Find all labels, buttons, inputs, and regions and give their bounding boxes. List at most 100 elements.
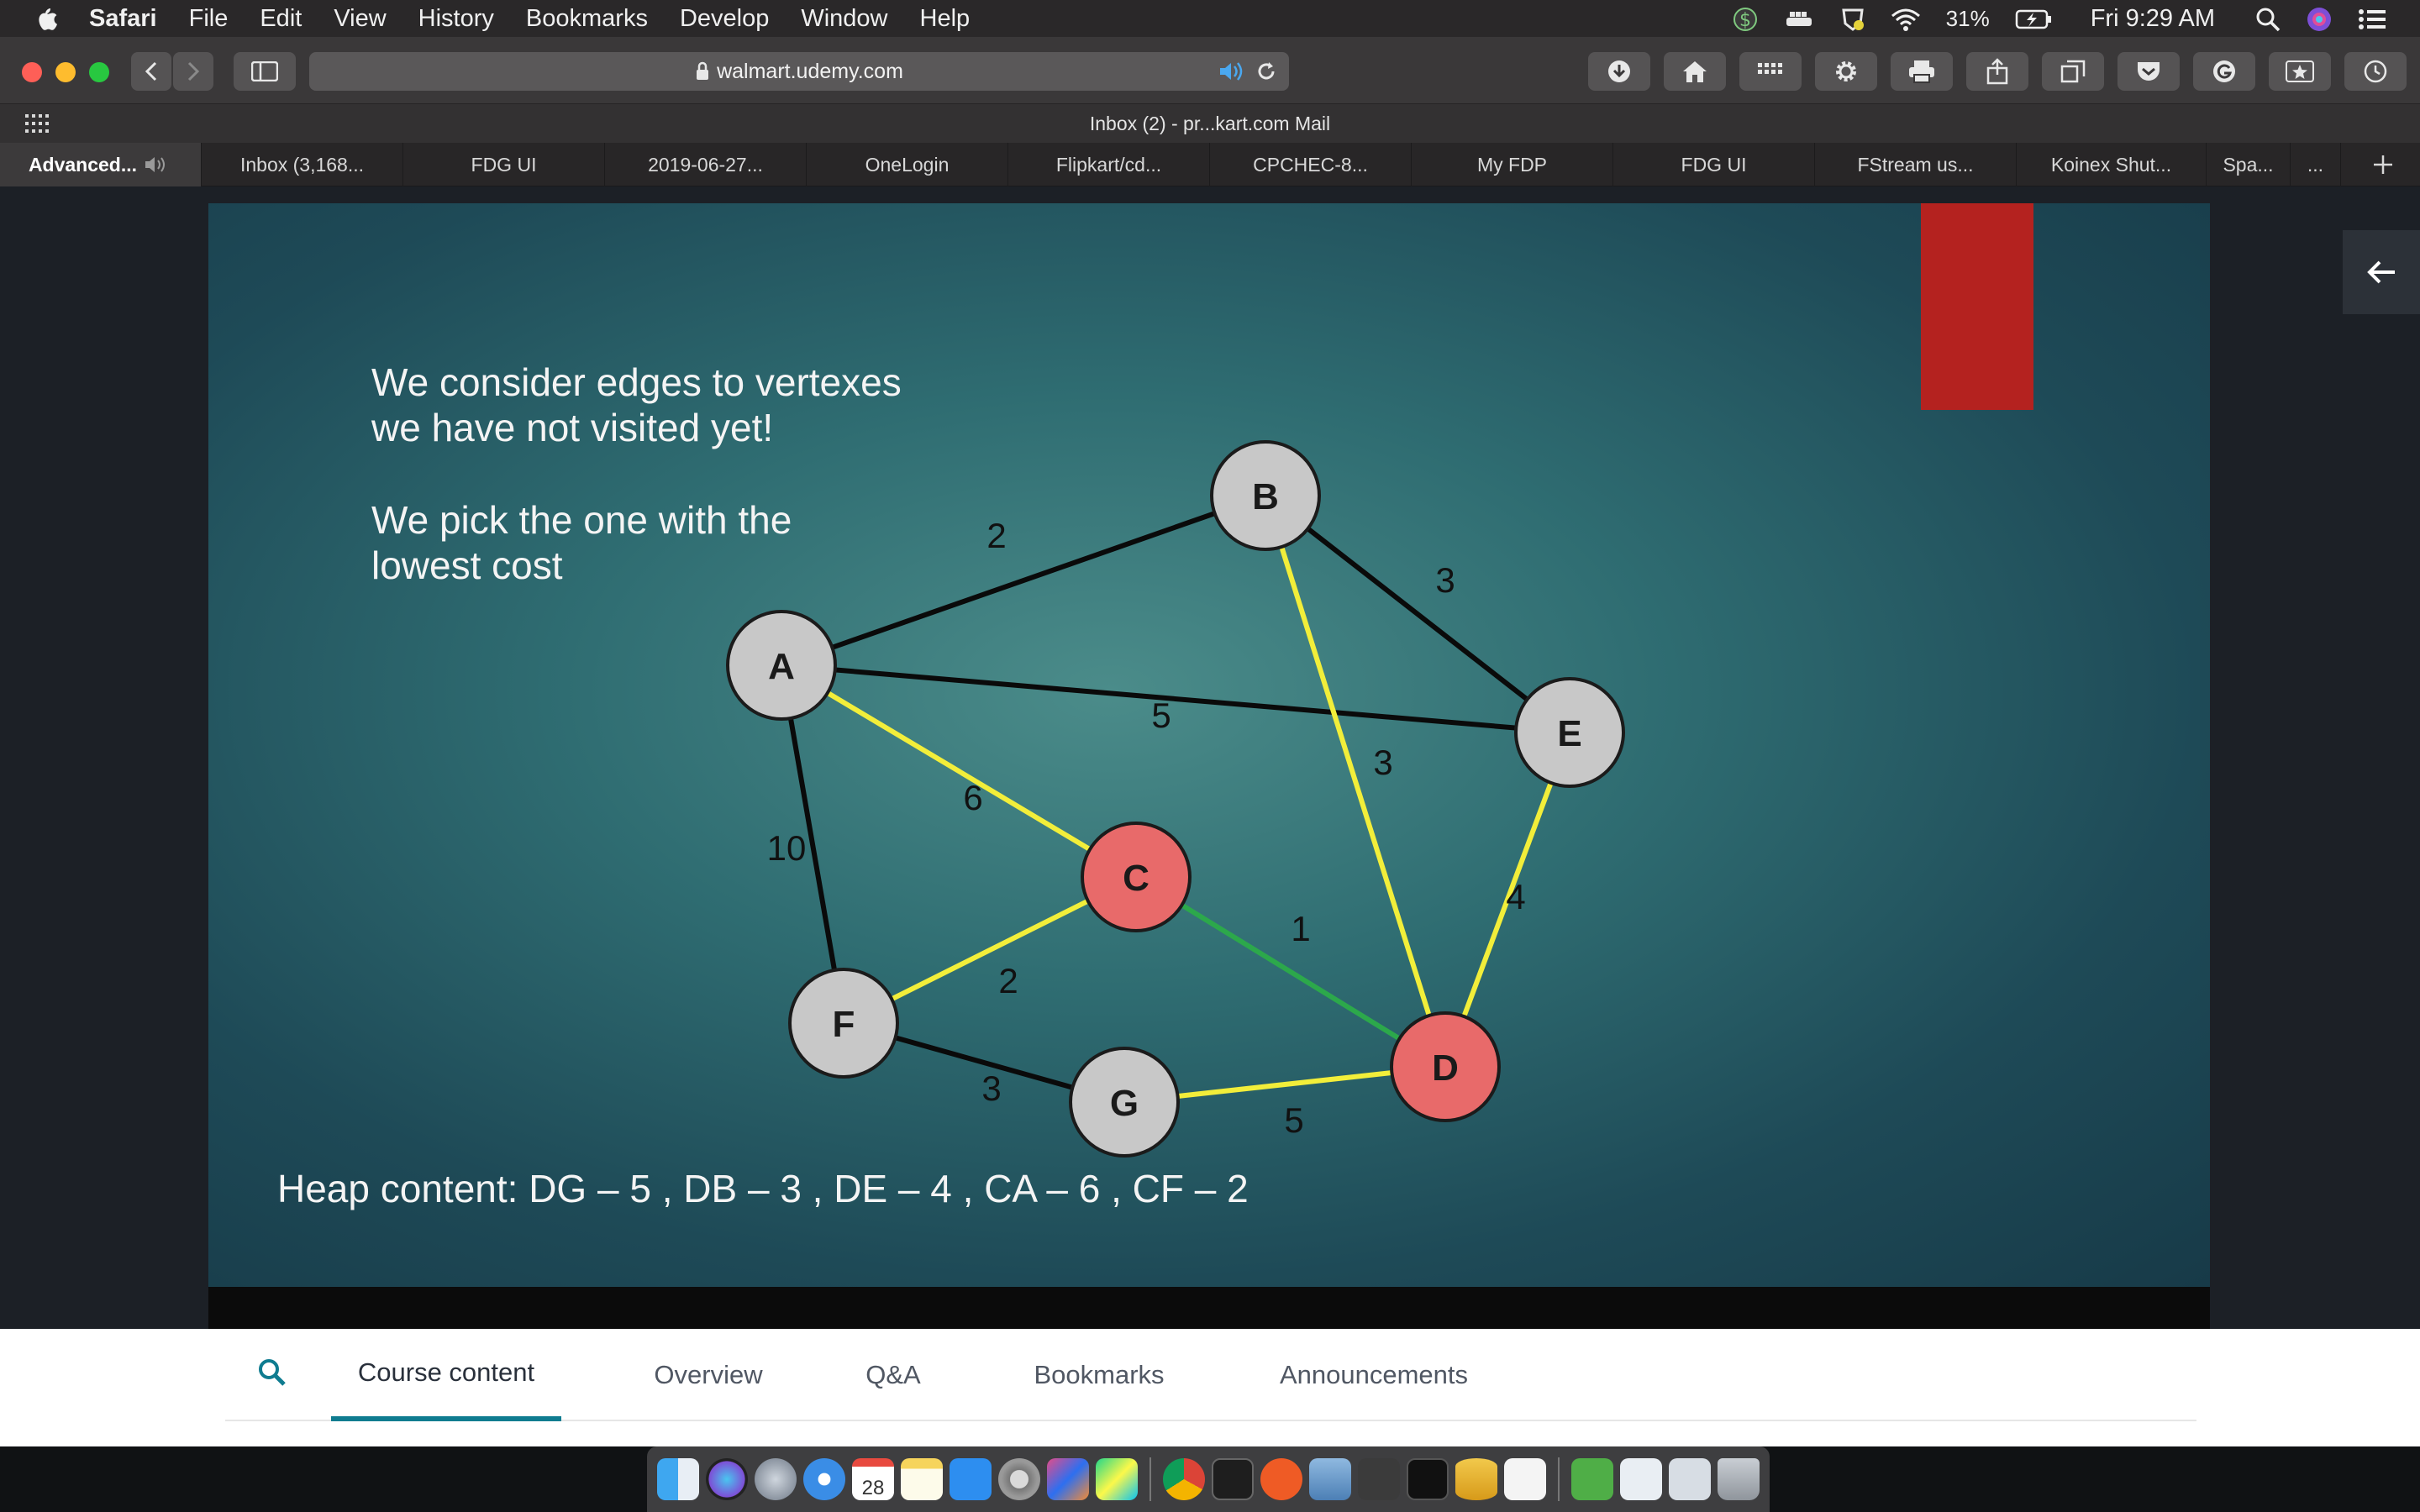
grammarly-button[interactable] — [2193, 52, 2255, 91]
browser-tab[interactable]: Koinex Shut... — [2017, 143, 2207, 186]
menu-app-name[interactable]: Safari — [89, 5, 157, 32]
menu-help[interactable]: Help — [919, 5, 971, 32]
course-tab-course-content[interactable]: Course content — [331, 1329, 561, 1421]
siri-icon[interactable] — [2306, 6, 2333, 33]
menu-window[interactable]: Window — [801, 5, 888, 32]
speaker-muted-icon[interactable] — [144, 155, 172, 174]
menu-edit[interactable]: Edit — [260, 5, 302, 32]
notification-center-icon[interactable] — [2358, 8, 2386, 31]
apps-grid-icon[interactable] — [25, 114, 50, 133]
speaker-audio-icon[interactable] — [1218, 60, 1247, 82]
window-close-button[interactable] — [22, 62, 42, 82]
siri-dock-icon[interactable] — [706, 1458, 748, 1500]
database-icon[interactable] — [1455, 1458, 1497, 1500]
browser-tab[interactable]: FDG UI — [1613, 143, 1815, 186]
notes-icon[interactable] — [901, 1458, 943, 1500]
safari-icon[interactable] — [803, 1458, 845, 1500]
share-button[interactable] — [1966, 52, 2028, 91]
share-icon — [1986, 58, 2008, 85]
battery-charging-icon[interactable] — [2015, 8, 2052, 30]
bookmark-star-button[interactable] — [2269, 52, 2331, 91]
menu-view[interactable]: View — [334, 5, 387, 32]
preview-icon[interactable] — [1309, 1458, 1351, 1500]
documents-icon[interactable] — [1620, 1458, 1662, 1500]
battery-percent[interactable]: 31% — [1945, 6, 1990, 31]
browser-tab[interactable]: My FDP — [1412, 143, 1613, 186]
tab-overview-button[interactable] — [2042, 52, 2104, 91]
trash-icon[interactable] — [1718, 1458, 1760, 1500]
dollar-status-icon[interactable]: $ — [1733, 6, 1758, 33]
course-tab-announcements[interactable]: Announcements — [1244, 1329, 1504, 1421]
menu-file[interactable]: File — [188, 5, 229, 32]
settings-button[interactable] — [1815, 52, 1877, 91]
browser-tab[interactable]: Inbox (3,168... — [202, 143, 403, 186]
browser-tab[interactable]: Flipkart/cd... — [1008, 143, 1210, 186]
window-minimize-button[interactable] — [55, 62, 76, 82]
sidebar-toggle-button[interactable] — [234, 52, 296, 91]
app-store-icon[interactable] — [950, 1458, 992, 1500]
dock-separator — [1150, 1457, 1151, 1501]
wifi-icon[interactable] — [1891, 8, 1921, 31]
screenshots-folder-icon[interactable] — [1669, 1458, 1711, 1500]
address-bar[interactable]: walmart.udemy.com — [309, 52, 1289, 91]
browser-tab[interactable]: CPCHEC-8... — [1210, 143, 1412, 186]
launchpad-icon[interactable] — [755, 1458, 797, 1500]
pycharm-icon[interactable] — [1096, 1458, 1138, 1500]
activity-monitor-icon[interactable] — [1407, 1458, 1449, 1500]
window-zoom-button[interactable] — [89, 62, 109, 82]
history-button[interactable] — [2344, 52, 2407, 91]
course-nav: Course content Overview Q&A Bookmarks An… — [0, 1329, 2420, 1446]
graph-node-c — [1081, 822, 1192, 932]
docker-icon[interactable] — [1783, 8, 1815, 31]
new-tab-button[interactable] — [2346, 143, 2420, 186]
shield-status-icon[interactable] — [1840, 7, 1865, 32]
edge-weight-label: 10 — [767, 828, 807, 868]
menu-bookmarks[interactable]: Bookmarks — [525, 5, 648, 32]
mongochef-icon[interactable] — [1571, 1458, 1613, 1500]
edge-weight-label: 3 — [1435, 560, 1455, 600]
menu-history[interactable]: History — [418, 5, 494, 32]
search-icon[interactable] — [257, 1357, 287, 1388]
back-button[interactable] — [131, 52, 171, 91]
print-button[interactable] — [1891, 52, 1953, 91]
browser-tab[interactable]: Spa... — [2207, 143, 2291, 186]
menu-develop[interactable]: Develop — [679, 5, 770, 32]
macos-menu-bar: Safari File Edit View History Bookmarks … — [0, 0, 2420, 37]
intellij-icon[interactable] — [1047, 1458, 1089, 1500]
browser-tab[interactable]: FStream us... — [1815, 143, 2017, 186]
pocket-button[interactable] — [2118, 52, 2180, 91]
browser-tab[interactable]: FDG UI — [403, 143, 605, 186]
browser-tab[interactable]: OneLogin — [807, 143, 1008, 186]
sidebar-icon — [251, 61, 278, 81]
course-tab-label: Course content — [357, 1357, 535, 1387]
graph-node-label: C — [1123, 858, 1150, 899]
download-icon — [1608, 60, 1630, 82]
course-tab-bookmarks[interactable]: Bookmarks — [1005, 1329, 1193, 1421]
spotlight-search-icon[interactable] — [2255, 7, 2281, 32]
browser-tab[interactable]: Advanced... — [0, 143, 202, 186]
downloads-button[interactable] — [1588, 52, 1650, 91]
apple-icon[interactable] — [32, 3, 59, 34]
java-icon[interactable] — [1504, 1458, 1546, 1500]
edge-weight-label: 1 — [1291, 909, 1310, 948]
chrome-icon[interactable] — [1163, 1458, 1205, 1500]
browser-tab[interactable]: ... — [2291, 143, 2341, 186]
graph-edge-ab — [781, 493, 1266, 668]
menu-clock[interactable]: Fri 9:29 AM — [2090, 5, 2215, 32]
forward-button[interactable] — [173, 52, 213, 91]
calendar-icon[interactable]: 28 — [852, 1458, 894, 1500]
browser-tab[interactable]: 2019-06-27... — [605, 143, 807, 186]
sidebar-back-button[interactable] — [2343, 230, 2420, 314]
extension-grid-button[interactable] — [1739, 52, 1802, 91]
sublime-text-icon[interactable] — [1358, 1458, 1400, 1500]
system-preferences-icon[interactable] — [998, 1458, 1040, 1500]
finder-icon[interactable] — [657, 1458, 699, 1500]
reload-icon[interactable] — [1255, 60, 1277, 82]
browser-tab-label: ... — [2307, 153, 2324, 176]
course-tab-overview[interactable]: Overview — [629, 1329, 788, 1421]
postman-icon[interactable] — [1260, 1458, 1302, 1500]
home-button[interactable] — [1664, 52, 1726, 91]
course-tab-qa[interactable]: Q&A — [839, 1329, 948, 1421]
terminal-icon[interactable] — [1212, 1458, 1254, 1500]
